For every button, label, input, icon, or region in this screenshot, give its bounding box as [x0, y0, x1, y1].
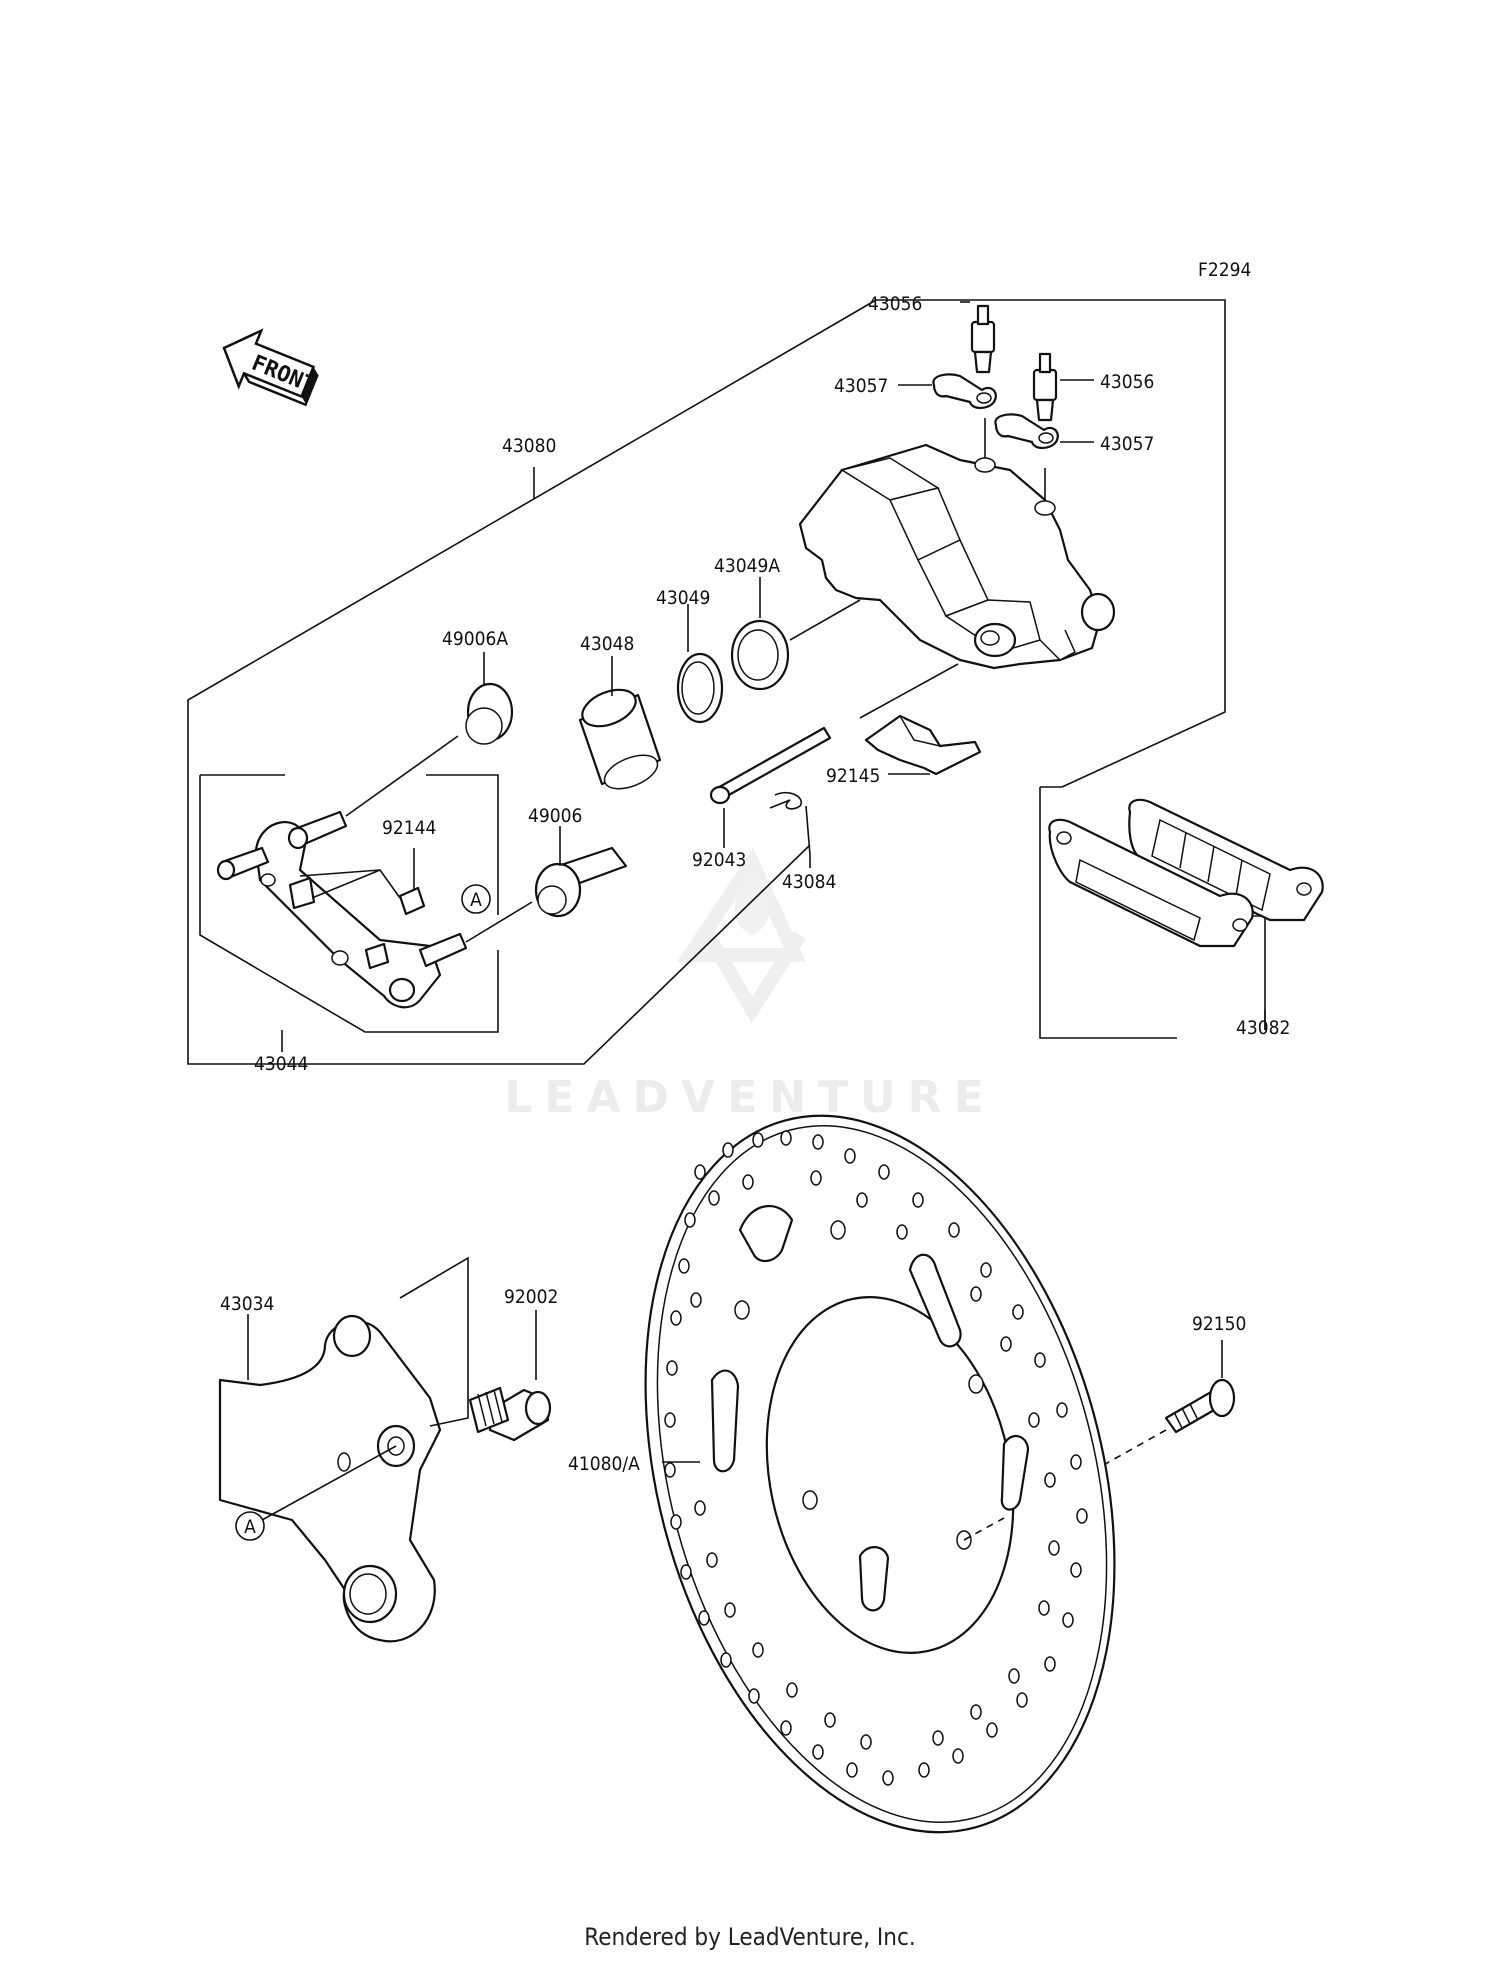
piston-seal-43049 [676, 652, 724, 724]
watermark-logo [676, 847, 806, 1024]
ref-circle-a-upper: A [461, 884, 491, 914]
label-92145: 92145 [826, 765, 880, 787]
diagram-code: F2294 [1198, 259, 1251, 281]
boot-49006 [534, 846, 628, 918]
ref-circle-a-lower: A [235, 1511, 265, 1541]
label-43049: 43049 [656, 587, 710, 609]
pad-pin-leader [859, 663, 959, 719]
bolt-92150 [1164, 1378, 1236, 1434]
label-43080: 43080 [502, 435, 556, 457]
brake-pad-rear [1128, 798, 1324, 922]
plate-outline [399, 1256, 469, 1427]
clip-43084 [769, 791, 811, 856]
label-92144: 92144 [382, 817, 436, 839]
disc-drill-holes [664, 1130, 1088, 1786]
label-43082: 43082 [1236, 1017, 1290, 1039]
bleeder-cap-left [932, 373, 997, 410]
bracket-pin-leader-2 [465, 901, 533, 943]
label-92002: 92002 [504, 1286, 558, 1308]
piston-43048 [578, 688, 662, 790]
label-43084: 43084 [782, 871, 836, 893]
label-49006a: 49006A [442, 628, 508, 650]
bracket-outline [199, 774, 499, 1033]
clip-92144-lines [299, 869, 401, 899]
watermark-flame [734, 870, 770, 935]
caliper-assembly-outline [187, 299, 1226, 1065]
pad-pin-92043 [709, 726, 832, 805]
watermark-text: LEADVENTURE [504, 1072, 995, 1123]
label-43057-lower: 43057 [1100, 433, 1154, 455]
dust-seal-43049a [730, 619, 790, 691]
watermark: LEADVENTURE [504, 847, 995, 1123]
label-41080a: 41080/A [568, 1453, 640, 1475]
ref-a-upper-label: A [470, 889, 482, 911]
label-43044: 43044 [254, 1053, 308, 1075]
retainer-clip-92144 [398, 886, 426, 916]
bleeder-valve-left [970, 304, 996, 374]
label-43056-upper: 43056 [868, 293, 922, 315]
mounting-plate-43034 [218, 1314, 442, 1643]
bracket-pin-leader-1 [345, 735, 459, 817]
caliper-bracket-43044 [216, 810, 468, 1009]
caliper-piston-line [789, 599, 861, 641]
label-43048: 43048 [580, 633, 634, 655]
footer-credit: Rendered by LeadVenture, Inc. [584, 1923, 915, 1951]
front-arrow-icon: FRONT [222, 328, 319, 407]
brake-pad-front [1048, 818, 1312, 948]
label-43049a: 43049A [714, 555, 780, 577]
leader-lines [247, 301, 1266, 1463]
label-43034: 43034 [220, 1293, 274, 1315]
bleeder-valve-right [1032, 352, 1058, 422]
label-43057-upper: 43057 [834, 375, 888, 397]
bleeder-cap-right [994, 413, 1059, 450]
part-labels: 43080 43056 43056 43057 43057 43049A 430… [220, 293, 1290, 1475]
brake-disc-41080 [644, 1114, 1116, 1834]
label-92043: 92043 [692, 849, 746, 871]
label-49006: 49006 [528, 805, 582, 827]
pad-spring-92145 [864, 714, 982, 776]
caliper-body [798, 443, 1116, 670]
boot-49006a [465, 682, 514, 745]
label-92150: 92150 [1192, 1313, 1246, 1335]
ref-a-lower-label: A [244, 1516, 256, 1538]
label-43056-lower: 43056 [1100, 371, 1154, 393]
bolt-92002 [468, 1386, 552, 1442]
plate-ref-line [261, 1445, 397, 1521]
